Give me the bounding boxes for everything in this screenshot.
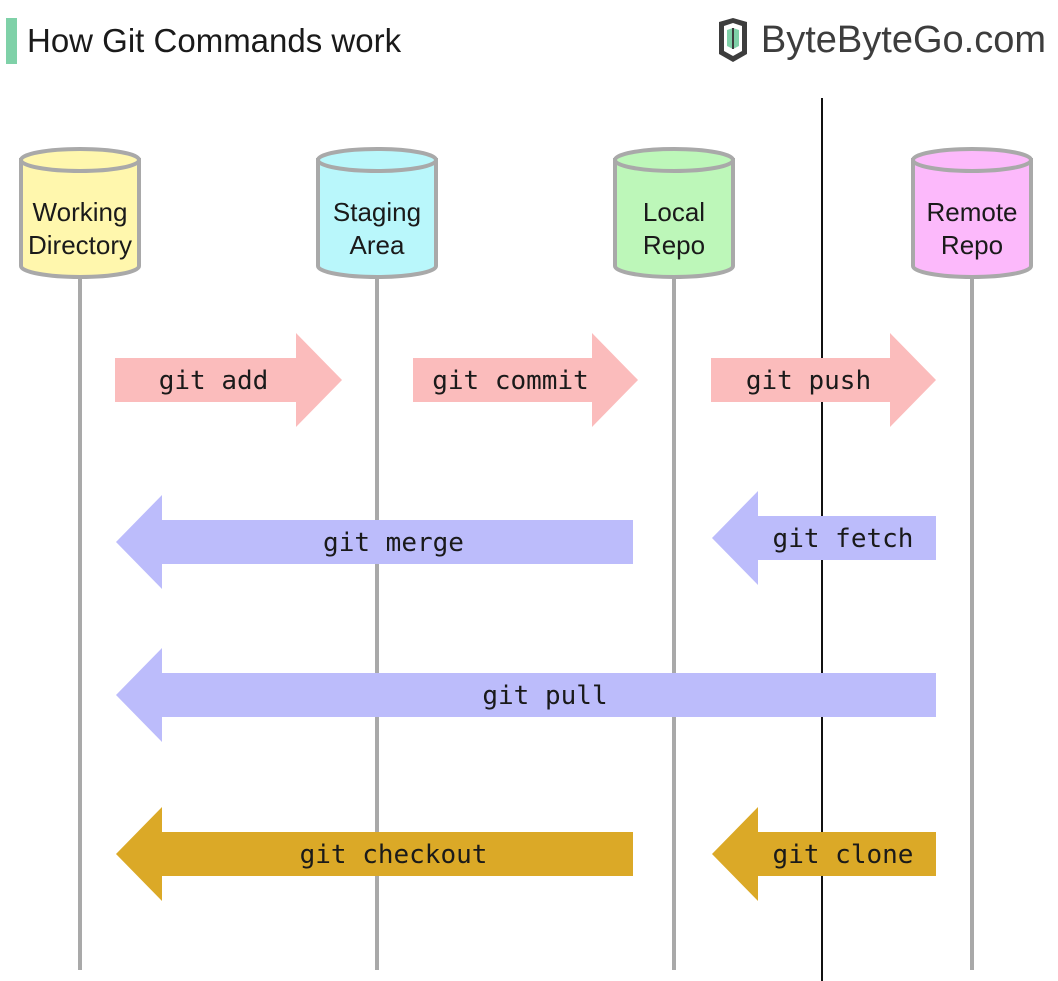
arrow-shape-fetch [712, 491, 936, 585]
cylinder-body-local [613, 158, 735, 279]
command-label-pull: git pull [482, 681, 607, 711]
cylinder-body-staging [316, 158, 438, 279]
cylinder-top-working [19, 147, 141, 173]
command-label-clone: git clone [773, 840, 914, 870]
bytebytego-logo-icon [718, 18, 747, 62]
store-label-working: Working [33, 197, 128, 227]
arrow-shape-commit [413, 333, 638, 427]
arrow-shape-merge [116, 495, 633, 589]
store-label-remote: Repo [941, 230, 1003, 260]
brand-name: ByteByteGo.com [760, 19, 1046, 61]
cylinder-top-staging [316, 147, 438, 173]
arrow-checkout: git checkout [116, 807, 633, 901]
header-accent-bar [6, 18, 17, 64]
arrow-shape-pull [116, 648, 936, 742]
arrow-push: git push [711, 333, 936, 427]
cylinder-top-local [613, 147, 735, 173]
store-label-local: Local [643, 197, 705, 227]
page-title: How Git Commands work [27, 22, 402, 59]
cylinder-body-remote [911, 158, 1033, 279]
command-label-push: git push [746, 366, 871, 396]
brand: ByteByteGo.com [713, 12, 1046, 68]
command-label-add: git add [159, 366, 269, 396]
arrow-merge: git merge [116, 495, 633, 589]
command-label-checkout: git checkout [300, 840, 488, 870]
store-label-staging: Area [350, 230, 405, 260]
arrow-pull: git pull [116, 648, 936, 742]
command-label-fetch: git fetch [773, 524, 914, 554]
arrow-add: git add [115, 333, 342, 427]
arrow-shape-push [711, 333, 936, 427]
command-label-merge: git merge [323, 528, 464, 558]
store-label-staging: Staging [333, 197, 421, 227]
arrow-clone: git clone [712, 807, 936, 901]
arrow-shape-clone [712, 807, 936, 901]
store-label-remote: Remote [926, 197, 1017, 227]
arrow-shape-checkout [116, 807, 633, 901]
arrow-commit: git commit [413, 333, 638, 427]
store-label-local: Repo [643, 230, 705, 260]
arrow-shape-add [115, 333, 342, 427]
store-label-working: Directory [28, 230, 132, 260]
command-label-commit: git commit [432, 366, 589, 396]
cylinder-top-remote [911, 147, 1033, 173]
cylinder-body-working [19, 158, 141, 279]
arrow-fetch: git fetch [712, 491, 936, 585]
